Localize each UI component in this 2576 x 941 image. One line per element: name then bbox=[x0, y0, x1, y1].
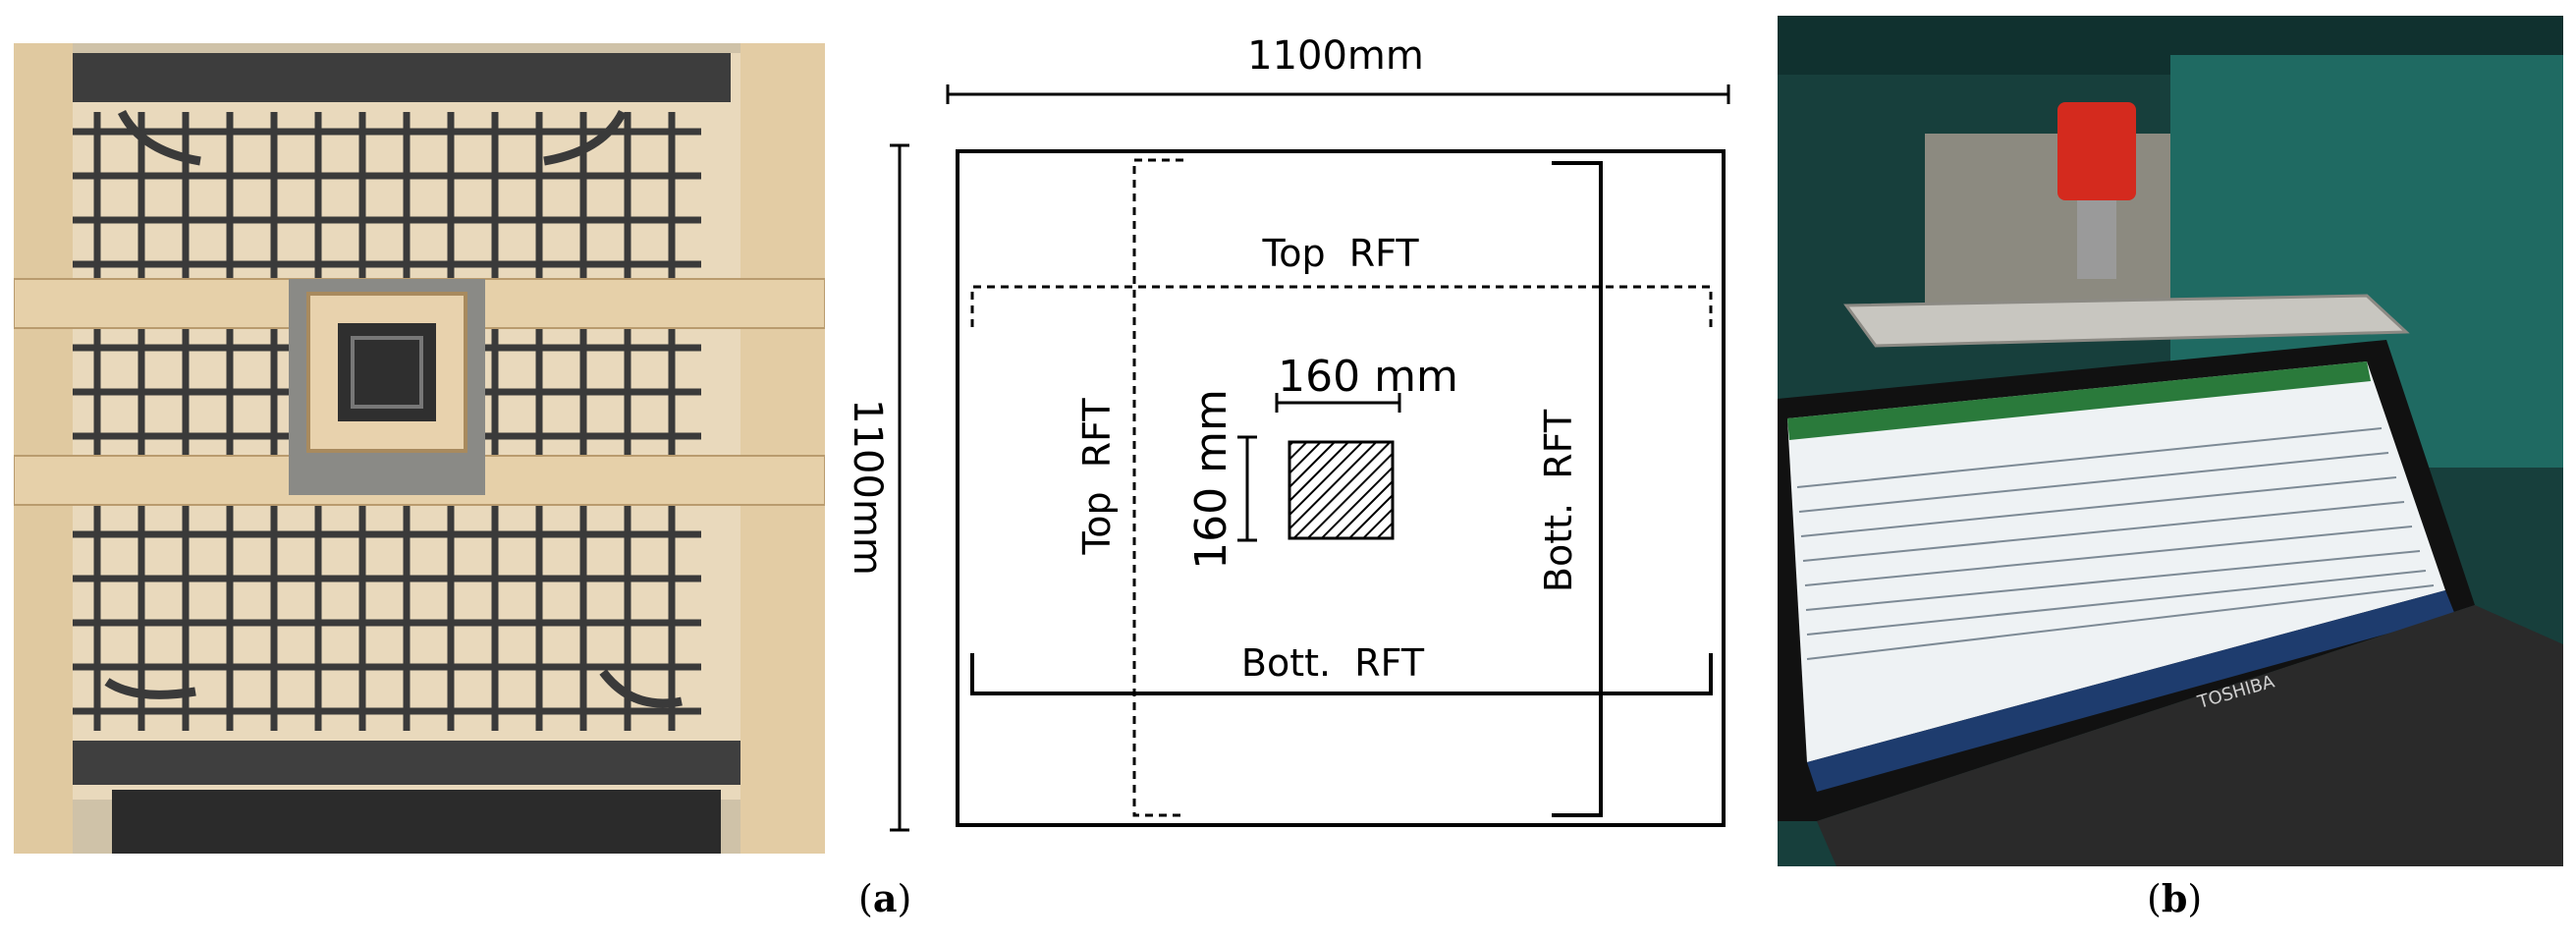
slab-specimen bbox=[1843, 294, 2410, 348]
reinforcement-cage-photo bbox=[14, 43, 825, 854]
top-rft-horizontal-bar bbox=[970, 285, 1713, 327]
height-dimension-label: 1100mm bbox=[845, 399, 890, 576]
top-rft-horizontal-label: Top RFT bbox=[1261, 232, 1419, 275]
caption-b: (b) bbox=[2147, 876, 2203, 920]
bott-rft-vertical-bar bbox=[1552, 161, 1603, 817]
plywood-sheet bbox=[112, 790, 721, 854]
bott-rft-horizontal-label: Bott. RFT bbox=[1241, 641, 1425, 685]
column-height-label: 160 mm bbox=[1186, 389, 1236, 570]
caption-a: (a) bbox=[858, 876, 912, 920]
bott-rft-horizontal-bar bbox=[970, 653, 1713, 695]
column-width-dimension-line bbox=[1275, 393, 1401, 413]
laptop-screen bbox=[1787, 361, 2445, 762]
height-dimension-line bbox=[890, 143, 909, 832]
bott-rft-vertical-label: Bott. RFT bbox=[1537, 409, 1580, 592]
timber-side-right bbox=[740, 43, 825, 854]
laptop-keyboard bbox=[1817, 605, 2563, 866]
column-section bbox=[1288, 440, 1395, 540]
timber-side-left bbox=[14, 43, 73, 854]
rebar-hooks bbox=[104, 109, 683, 708]
slab-outline bbox=[956, 149, 1726, 827]
width-dimension-line bbox=[946, 84, 1730, 104]
taskbar bbox=[1807, 590, 2455, 792]
load-cell bbox=[2077, 200, 2116, 279]
spreadsheet-rows bbox=[1796, 427, 2435, 660]
top-rft-vertical-bar bbox=[1132, 158, 1183, 817]
formwork-plywood-top bbox=[43, 53, 731, 102]
column-height-dimension-line bbox=[1237, 435, 1257, 542]
excel-ribbon bbox=[1787, 361, 2371, 440]
caption-a-letter: a bbox=[872, 876, 898, 920]
reinforcement-cage-illustration bbox=[14, 43, 825, 854]
width-dimension-label: 1100mm bbox=[1247, 33, 1424, 79]
slab-reinforcement-drawing: 1100mm 1100mm Top RFT Top RFT Bott. RFT … bbox=[815, 29, 1748, 845]
formwork-plywood-bottom bbox=[43, 741, 790, 785]
test-setup-illustration: TOSHIBA bbox=[1778, 16, 2563, 866]
hydraulic-jack bbox=[2057, 102, 2136, 200]
column-width-label: 160 mm bbox=[1278, 352, 1458, 402]
top-rft-vertical-label: Top RFT bbox=[1075, 398, 1119, 556]
test-setup-photo: TOSHIBA bbox=[1778, 16, 2563, 866]
caption-b-letter: b bbox=[2161, 876, 2188, 920]
drawing-svg: 1100mm 1100mm Top RFT Top RFT Bott. RFT … bbox=[845, 33, 1730, 832]
